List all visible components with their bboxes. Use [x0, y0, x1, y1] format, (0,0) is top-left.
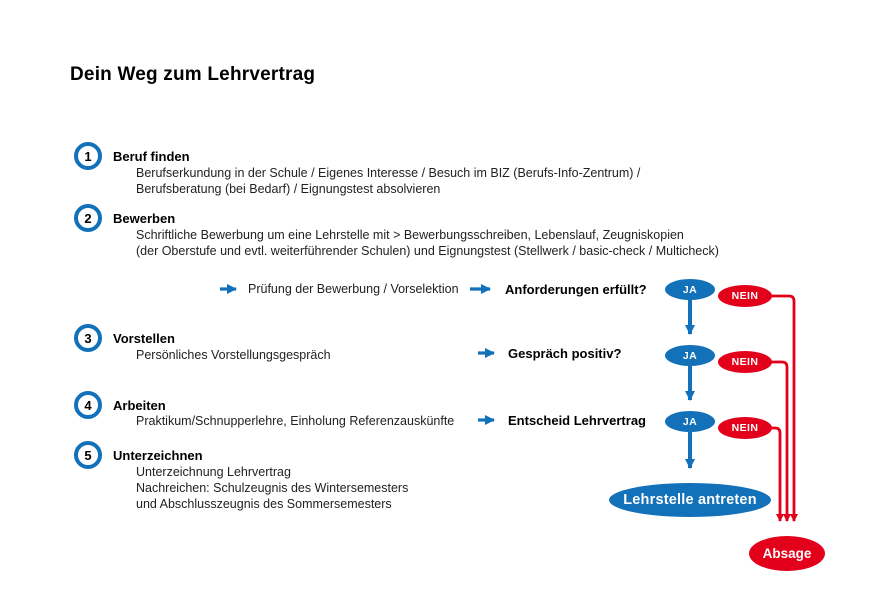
step-2-heading: Bewerben [113, 211, 176, 226]
step-1-line-2: Berufsberatung (bei Bedarf) / Eignungste… [136, 182, 441, 196]
step-1-circle: 1 [74, 142, 102, 170]
step-4-number: 4 [84, 397, 92, 413]
decision-1-nein-label: NEIN [731, 290, 759, 302]
decision-2-nein-label: NEIN [731, 356, 759, 368]
decision-3-nein-oval: NEIN [718, 417, 772, 439]
step-3-heading: Vorstellen [113, 331, 175, 346]
decision-1-ja-oval: JA [665, 279, 715, 300]
step-2-circle: 2 [74, 204, 102, 232]
nein3-to-absage-arrow [769, 426, 784, 522]
decision-3-ja-label: JA [682, 415, 698, 428]
step-4-circle: 4 [74, 391, 102, 419]
step-4-description: Praktikum/Schnupperlehre, Einholung Refe… [136, 413, 454, 429]
step-3-line-1: Persönliches Vorstellungsgespräch [136, 348, 331, 362]
step-5-description: Unterzeichnung Lehrvertrag Nachreichen: … [136, 464, 408, 512]
step-5-number: 5 [84, 447, 92, 463]
success-label: Lehrstelle antreten [623, 492, 757, 508]
page-title: Dein Weg zum Lehrvertrag [70, 64, 316, 85]
step-2-description: Schriftliche Bewerbung um eine Lehrstell… [136, 227, 719, 259]
step-1-line-1: Berufserkundung in der Schule / Eigenes … [136, 166, 641, 180]
step-5-line-1: Unterzeichnung Lehrvertrag [136, 465, 291, 479]
step-3-number: 3 [84, 330, 92, 346]
decision-3-question: Entscheid Lehrvertrag [508, 413, 646, 428]
failure-label: Absage [762, 546, 812, 561]
step-3-circle: 3 [74, 324, 102, 352]
decision-3-ja-oval: JA [665, 411, 715, 432]
step-2-number: 2 [84, 210, 92, 226]
step-1-heading: Beruf finden [113, 149, 190, 164]
decision-2-ja-oval: JA [665, 345, 715, 366]
decision-1-pre-label: Prüfung der Bewerbung / Vorselektion [248, 282, 459, 296]
failure-oval: Absage [749, 536, 825, 571]
decision-1-nein-oval: NEIN [718, 285, 772, 307]
step-4-heading: Arbeiten [113, 398, 166, 413]
step-5-circle: 5 [74, 441, 102, 469]
nein2-to-absage-arrow [769, 360, 791, 522]
step-2-line-1: Schriftliche Bewerbung um eine Lehrstell… [136, 228, 684, 242]
step-1-number: 1 [84, 148, 92, 164]
step-5-heading: Unterzeichnen [113, 448, 203, 463]
nein1-to-absage-arrow [769, 294, 798, 522]
decision-3-nein-label: NEIN [731, 422, 759, 434]
step-4-line-1: Praktikum/Schnupperlehre, Einholung Refe… [136, 414, 455, 428]
step-5-line-2: Nachreichen: Schulzeugnis des Winterseme… [136, 481, 409, 495]
decision-2-question: Gespräch positiv? [508, 346, 622, 361]
decision-1-question: Anforderungen erfüllt? [505, 282, 647, 297]
step-1-description: Berufserkundung in der Schule / Eigenes … [136, 165, 640, 197]
step-5-line-3: und Abschlusszeugnis des Sommersemesters [136, 497, 392, 511]
decision-2-ja-label: JA [682, 349, 698, 362]
step-2-line-2: (der Oberstufe und evtl. weiterführender… [136, 244, 719, 258]
step-3-description: Persönliches Vorstellungsgespräch [136, 347, 331, 363]
success-oval: Lehrstelle antreten [609, 483, 771, 517]
decision-2-nein-oval: NEIN [718, 351, 772, 373]
decision-1-ja-label: JA [682, 283, 698, 296]
